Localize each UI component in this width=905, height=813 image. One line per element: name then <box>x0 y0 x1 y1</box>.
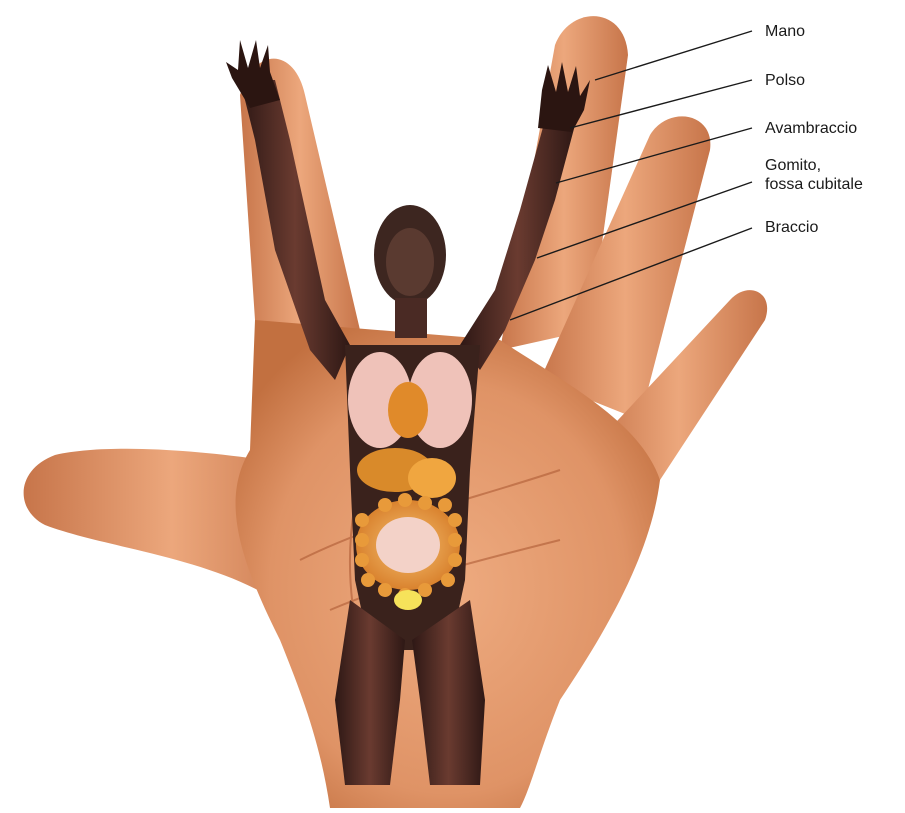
stomach <box>408 458 456 498</box>
face-highlight <box>386 228 434 296</box>
label-gomito-line2: fossa cubitale <box>765 175 863 194</box>
label-avambraccio: Avambraccio <box>765 119 857 138</box>
heart <box>388 382 428 438</box>
label-mano: Mano <box>765 22 805 41</box>
label-gomito-line1: Gomito, <box>765 156 863 175</box>
label-gomito: Gomito, fossa cubitale <box>765 156 863 194</box>
label-braccio: Braccio <box>765 218 818 237</box>
label-polso: Polso <box>765 71 805 90</box>
neck <box>395 298 427 338</box>
